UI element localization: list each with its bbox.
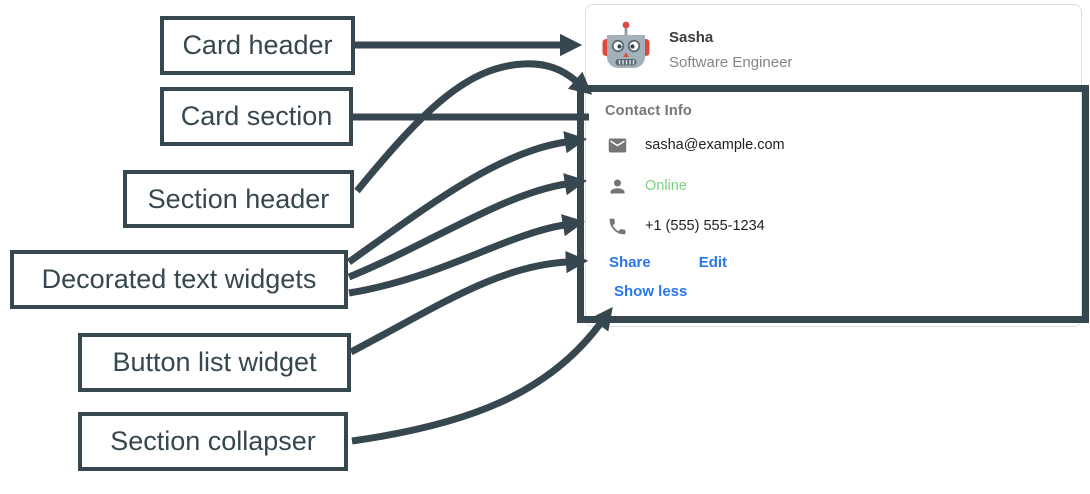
label-section-header: Section header	[123, 170, 354, 228]
status-text: Online	[645, 178, 687, 194]
arrow-section-collapser	[351, 306, 613, 445]
label-decorated-text-widgets: Decorated text widgets	[10, 250, 348, 309]
share-button[interactable]: Share	[609, 254, 651, 271]
label-card-header: Card header	[160, 16, 355, 75]
label-section-header-text: Section header	[147, 183, 330, 214]
decorated-text-phone: +1 (555) 555-1234	[607, 214, 765, 238]
robot-icon	[602, 21, 650, 68]
person-name: Sasha	[669, 29, 714, 46]
arrow-button-list	[349, 250, 589, 356]
label-card-header-text: Card header	[182, 30, 333, 60]
contact-card: Sasha Software Engineer Contact Info sas…	[585, 4, 1082, 327]
phone-text: +1 (555) 555-1234	[645, 218, 765, 234]
email-text: sasha@example.com	[645, 137, 785, 153]
label-button-list-widget-text: Button list widget	[112, 347, 317, 377]
arrow-decorated-status	[347, 173, 588, 281]
section-header-title: Contact Info	[605, 103, 692, 119]
person-icon	[610, 179, 625, 193]
card-header: Sasha Software Engineer	[586, 5, 1081, 86]
person-subtitle: Software Engineer	[669, 54, 793, 71]
arrow-section-header	[354, 60, 593, 194]
arrow-decorated-email	[346, 131, 588, 265]
label-button-list-widget: Button list widget	[78, 333, 351, 392]
edit-button[interactable]: Edit	[698, 254, 728, 271]
label-card-section: Card section	[160, 87, 353, 146]
phone-icon	[609, 218, 626, 234]
label-decorated-text-widgets-text: Decorated text widgets	[41, 264, 317, 294]
label-section-collapser: Section collapser	[78, 412, 348, 471]
label-section-collapser-text: Section collapser	[110, 426, 316, 456]
button-list: Share Edit	[609, 254, 727, 271]
label-card-section-text: Card section	[180, 101, 333, 131]
decorated-text-status: Online	[607, 174, 687, 198]
decorated-text-email: sasha@example.com	[607, 133, 785, 157]
arrow-decorated-phone	[348, 214, 585, 297]
show-less-button[interactable]: Show less	[614, 283, 688, 300]
email-icon	[608, 138, 627, 152]
